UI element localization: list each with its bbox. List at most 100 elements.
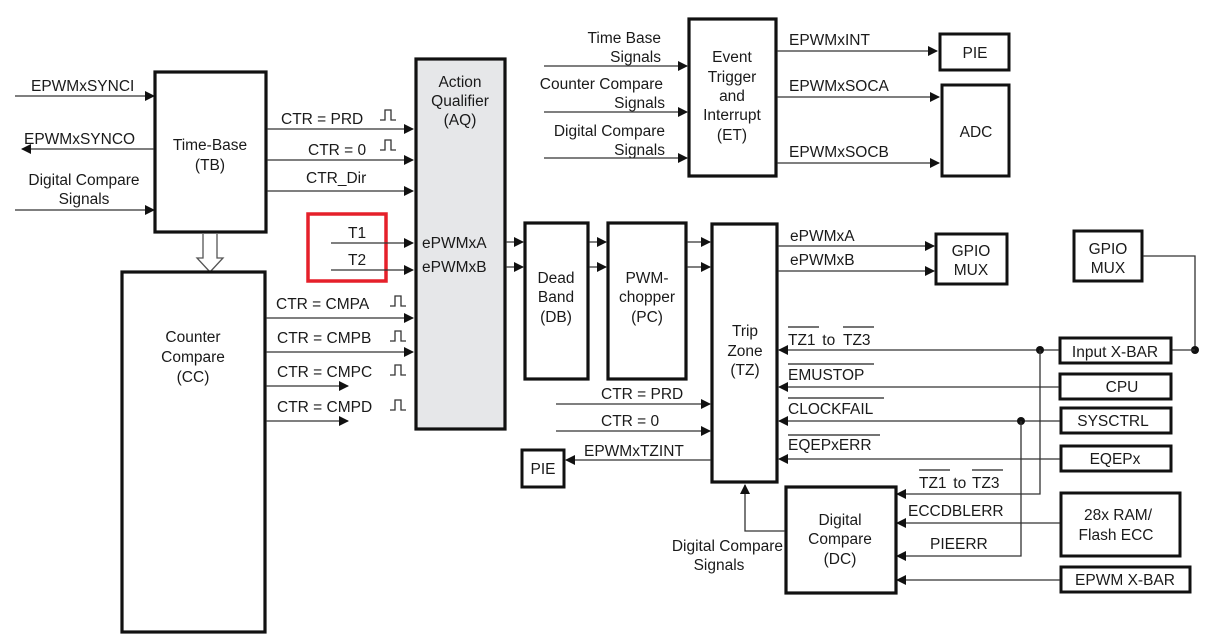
tz-ctr-prd-label: CTR = PRD: [601, 386, 683, 403]
cmpd-label: CTR = CMPD: [277, 399, 372, 416]
tb-ctr-dir-label: CTR_Dir: [306, 170, 366, 187]
dead-band-block: [523, 221, 590, 381]
gpio-mux-output-block: [934, 232, 1009, 286]
dc-tz1-label: TZ1: [919, 475, 947, 492]
tz-label-1: Trip: [732, 323, 758, 340]
pwm-chopper-block: [606, 221, 688, 381]
pc-label-3: (PC): [631, 309, 663, 326]
dc-eccdblerr-label: ECCDBLERR: [908, 503, 1004, 520]
dc-out-label-2: Signals: [694, 557, 745, 574]
gpio-mux-in-label-2: MUX: [1091, 260, 1126, 277]
aq-label-2: Qualifier: [431, 93, 489, 110]
input-xbar-label: Input X-BAR: [1072, 344, 1158, 361]
time-base-block: [153, 70, 268, 234]
et-in-3-label-2: Signals: [614, 142, 665, 159]
tb-dc-label-1: Digital Compare: [28, 172, 139, 189]
tz-tz1-label: TZ1: [788, 332, 816, 349]
tb-ctr-zero-label: CTR = 0: [308, 142, 367, 159]
ram-ecc-label-1: 28x RAM/: [1084, 507, 1153, 524]
cc-label-3: (CC): [177, 369, 210, 386]
cmpc-label: CTR = CMPC: [277, 364, 372, 381]
dc-tz1-tz3-arrow: [896, 350, 1041, 499]
dc-label-1: Digital: [818, 512, 861, 529]
dc-to-tz-arrow: [740, 484, 785, 532]
et-label-4: Interrupt: [703, 107, 761, 124]
t1-label: T1: [348, 225, 366, 242]
aq-label-1: Action: [438, 74, 481, 91]
tb-dc-label-2: Signals: [59, 191, 110, 208]
tz-out-b-label: ePWMxB: [790, 252, 855, 269]
pulse-icon: [380, 139, 396, 151]
eqepxerr-label: EQEPxERR: [788, 437, 872, 454]
dc-label-3: (DC): [824, 551, 857, 568]
gpio-mux-out-label-1: GPIO: [952, 243, 991, 260]
t2-label: T2: [348, 252, 366, 269]
pie-bottom-label: PIE: [531, 461, 556, 478]
eqepx-block: [1059, 444, 1173, 473]
tz-label-2: Zone: [727, 343, 762, 360]
et-label-2: Trigger: [708, 69, 757, 86]
gpio-to-xbar-line: [1143, 255, 1196, 350]
counter-compare-block: [120, 270, 267, 634]
clockfail-label: CLOCKFAIL: [788, 401, 874, 418]
aq-out-b-label: ePWMxB: [422, 259, 487, 276]
aq-label-3: (AQ): [444, 112, 477, 129]
pulse-icon: [390, 330, 406, 342]
epwmxsoca-label: EPWMxSOCA: [789, 78, 890, 95]
dc-pieerr-arrow: [896, 421, 1022, 561]
tz-to-label: to: [818, 332, 840, 349]
et-in-3-label-1: Digital Compare: [554, 123, 665, 140]
gpio-mux-out-label-2: MUX: [954, 262, 989, 279]
tb-ctr-prd-label: CTR = PRD: [281, 111, 363, 128]
pie-top-block: [938, 32, 1011, 72]
ram-flash-ecc-block: [1059, 491, 1182, 558]
pulse-icon: [390, 364, 406, 376]
adc-block: [940, 83, 1011, 178]
dc-to-label: to: [949, 475, 971, 492]
tz-tz3-label: TZ3: [843, 332, 871, 349]
synco-label: EPWMxSYNCO: [24, 131, 135, 148]
pie-top-label: PIE: [963, 45, 988, 62]
et-in-1-label-1: Time Base: [587, 30, 661, 47]
et-label-3: and: [719, 88, 745, 105]
tb-to-cc-arrow: [195, 234, 225, 273]
trip-zone-block: [710, 222, 779, 484]
emustop-label: EMUSTOP: [788, 367, 864, 384]
cpu-block: [1058, 372, 1173, 401]
digital-compare-block: [784, 485, 898, 595]
tz-label-3: (TZ): [730, 362, 759, 379]
pulse-icon: [390, 399, 406, 411]
adc-label: ADC: [960, 124, 993, 141]
pie-bottom-block: [520, 448, 566, 489]
pulse-icon: [380, 109, 396, 121]
cmpb-label: CTR = CMPB: [277, 330, 371, 347]
cmpa-label: CTR = CMPA: [276, 296, 370, 313]
pc-label-2: chopper: [619, 289, 675, 306]
dc-tz3-label: TZ3: [972, 475, 1000, 492]
tz-ctr-zero-label: CTR = 0: [601, 413, 660, 430]
tb-label-2: (TB): [195, 157, 225, 174]
synci-label: EPWMxSYNCI: [31, 78, 134, 95]
pc-label-1: PWM-: [625, 270, 668, 287]
gpio-mux-in-label-1: GPIO: [1089, 241, 1128, 258]
cc-label-2: Compare: [161, 349, 225, 366]
input-xbar-block: [1058, 336, 1173, 365]
pulse-icon: [390, 295, 406, 307]
dc-out-label-1: Digital Compare: [672, 538, 783, 555]
db-label-3: (DB): [540, 309, 572, 326]
eqepx-label: EQEPx: [1090, 451, 1141, 468]
dc-pieerr-label: PIEERR: [930, 536, 988, 553]
action-qualifier-block: [414, 57, 507, 431]
event-trigger-block: [687, 17, 778, 178]
epwm-xbar-block: [1059, 565, 1192, 594]
db-label-2: Band: [538, 289, 574, 306]
t1-t2-highlight-box: [306, 212, 388, 283]
ram-ecc-label-2: Flash ECC: [1079, 527, 1154, 544]
cc-label-1: Counter: [165, 329, 220, 346]
tz-out-a-label: ePWMxA: [790, 228, 855, 245]
tzint-label: EPWMxTZINT: [584, 443, 684, 460]
db-label-1: Dead: [537, 270, 574, 287]
aq-out-a-label: ePWMxA: [422, 235, 487, 252]
et-label-1: Event: [712, 49, 752, 66]
